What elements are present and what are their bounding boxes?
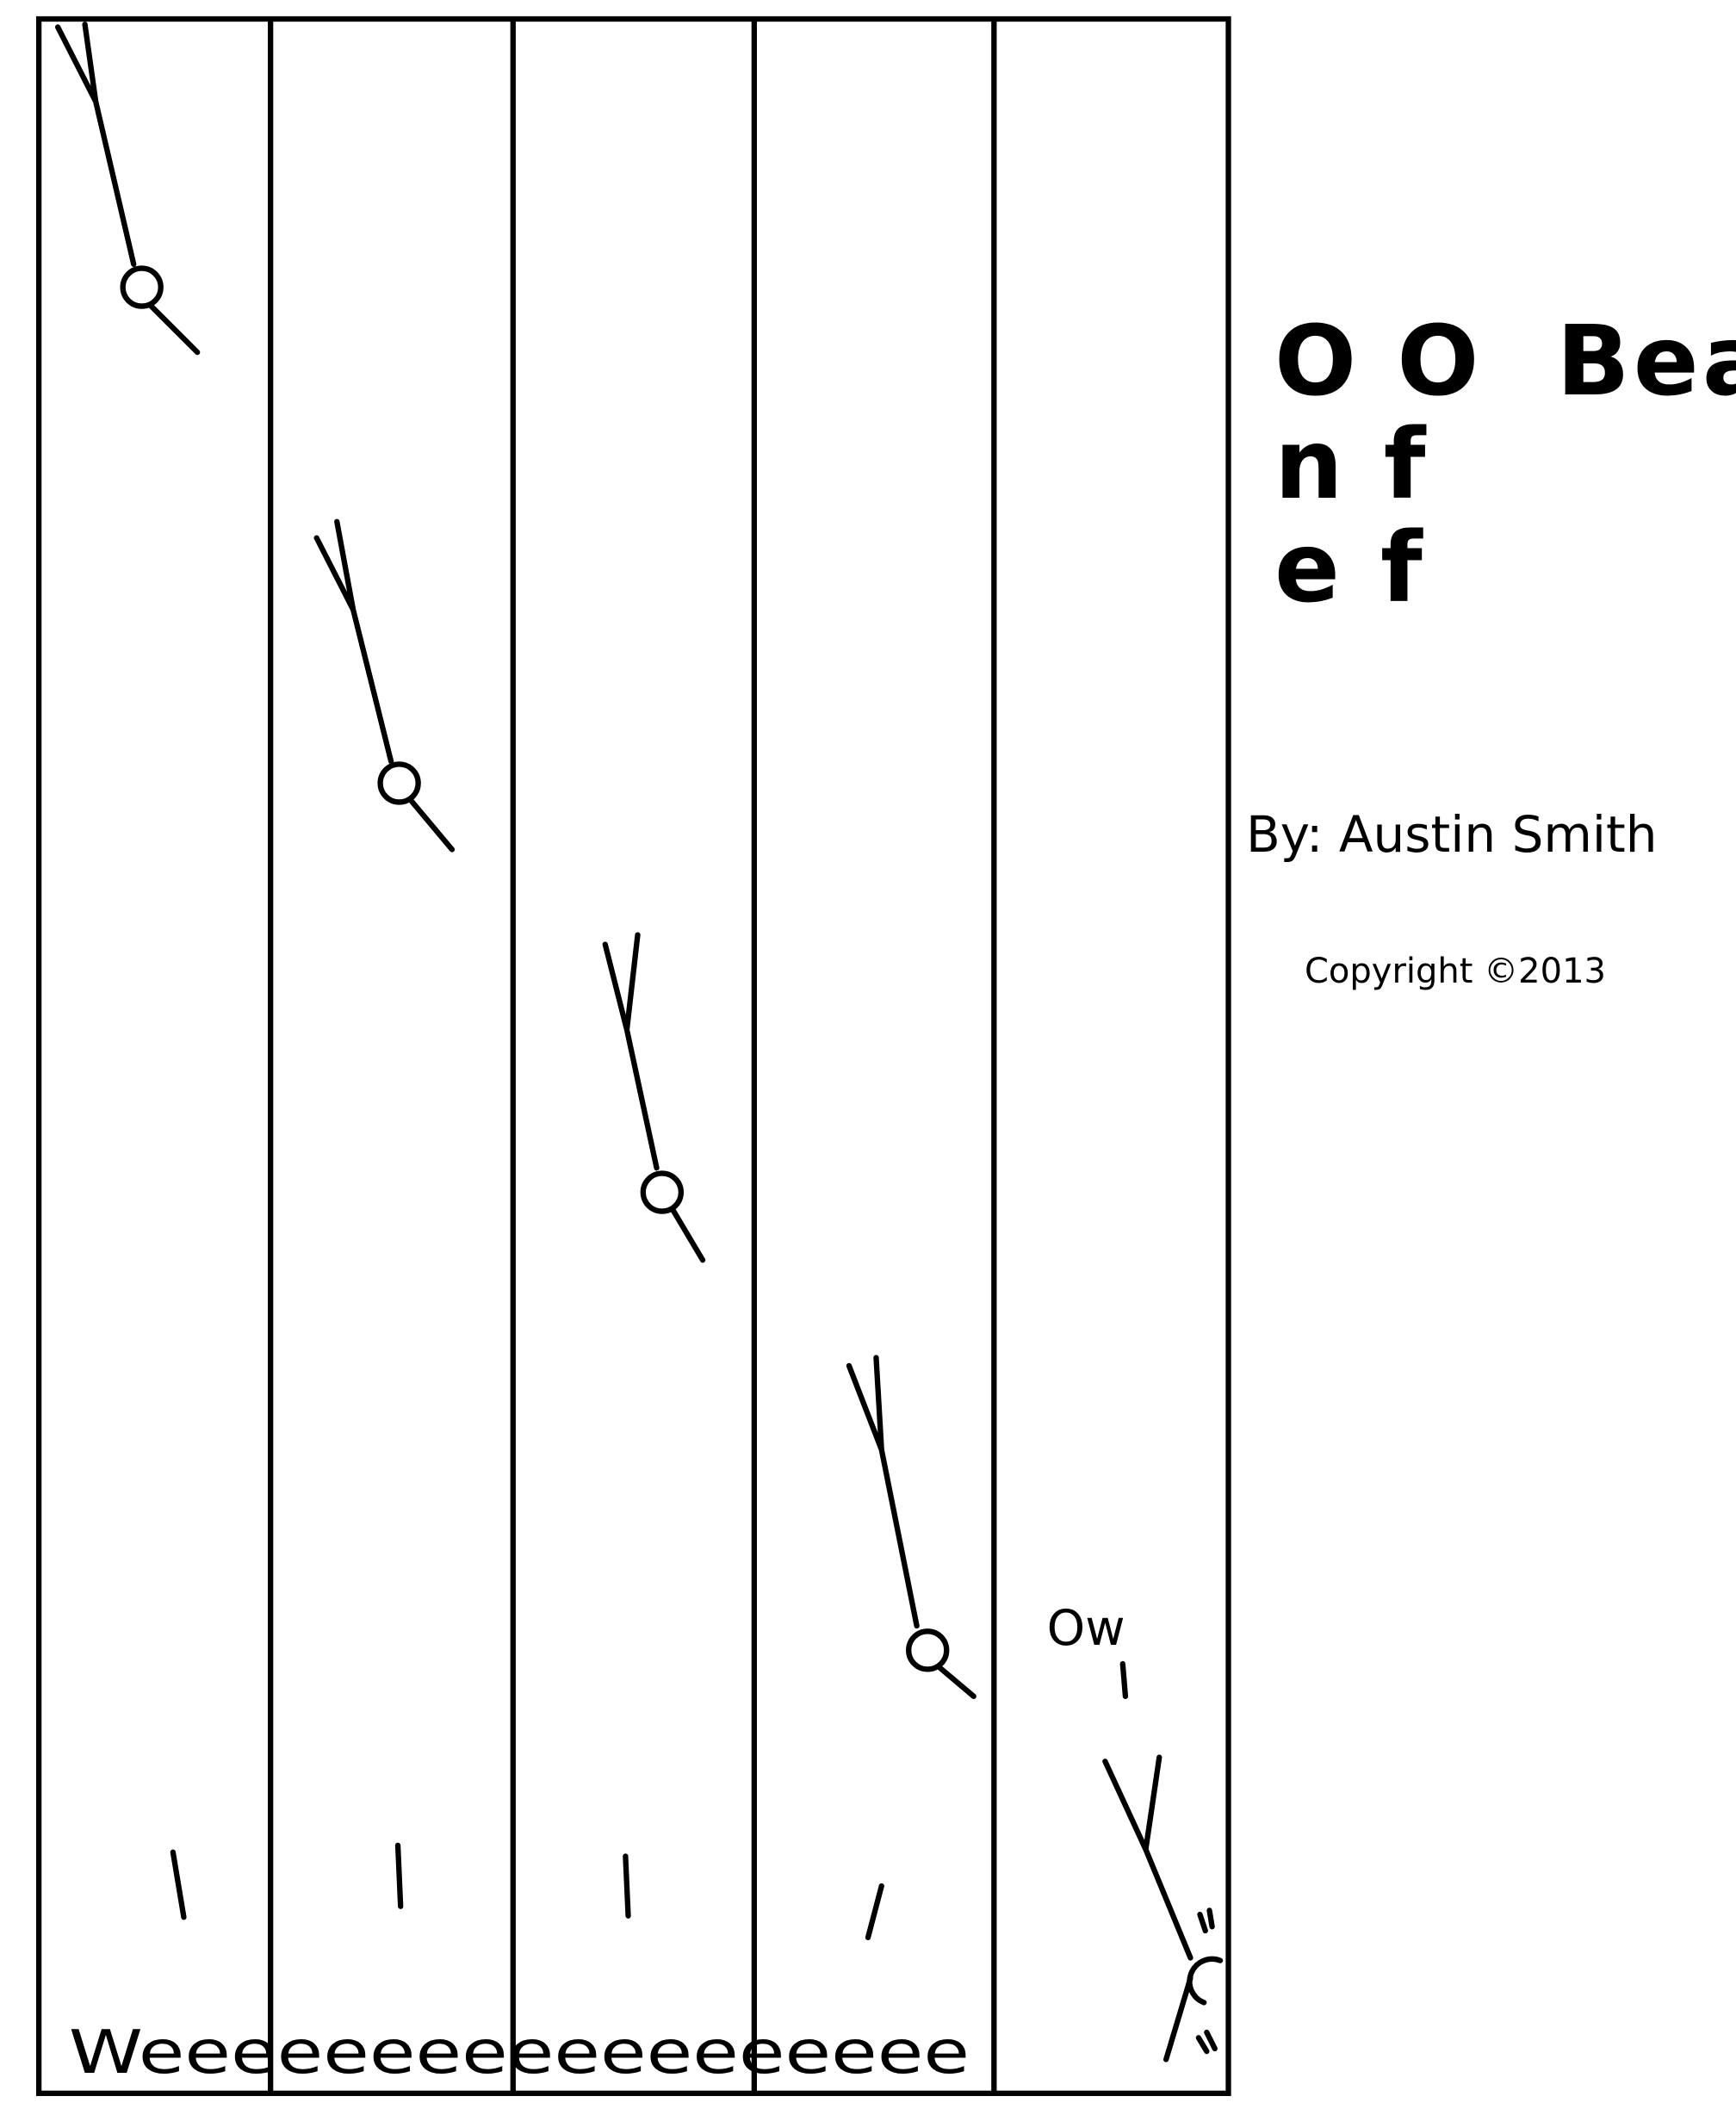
falling-stick-figure-panel-2	[313, 518, 456, 853]
author-byline: By: Austin Smith	[1246, 805, 1658, 864]
falling-stick-figure-panel-3	[602, 932, 706, 1263]
title-row-2: n f	[1274, 409, 1429, 521]
copyright-notice: Copyright ©2013	[1305, 952, 1606, 991]
crashed-stick-figure-panel-5	[1102, 1754, 1224, 2062]
falling-stick-figure-panel-1	[54, 22, 201, 356]
falling-sound-text: Weeeeeeeeeeeeeeeeee	[69, 2019, 970, 2087]
impact-sound-text: Ow	[1047, 1600, 1125, 1657]
ground-marks	[170, 1660, 1129, 1941]
title-row-3: e f	[1274, 512, 1426, 624]
falling-stick-figure-panel-4	[846, 1355, 976, 1699]
title-row-1: O O Beat	[1274, 306, 1736, 418]
comic-frame	[35, 16, 1231, 2096]
comic-title: O O Beat n f e f	[1274, 310, 1736, 620]
